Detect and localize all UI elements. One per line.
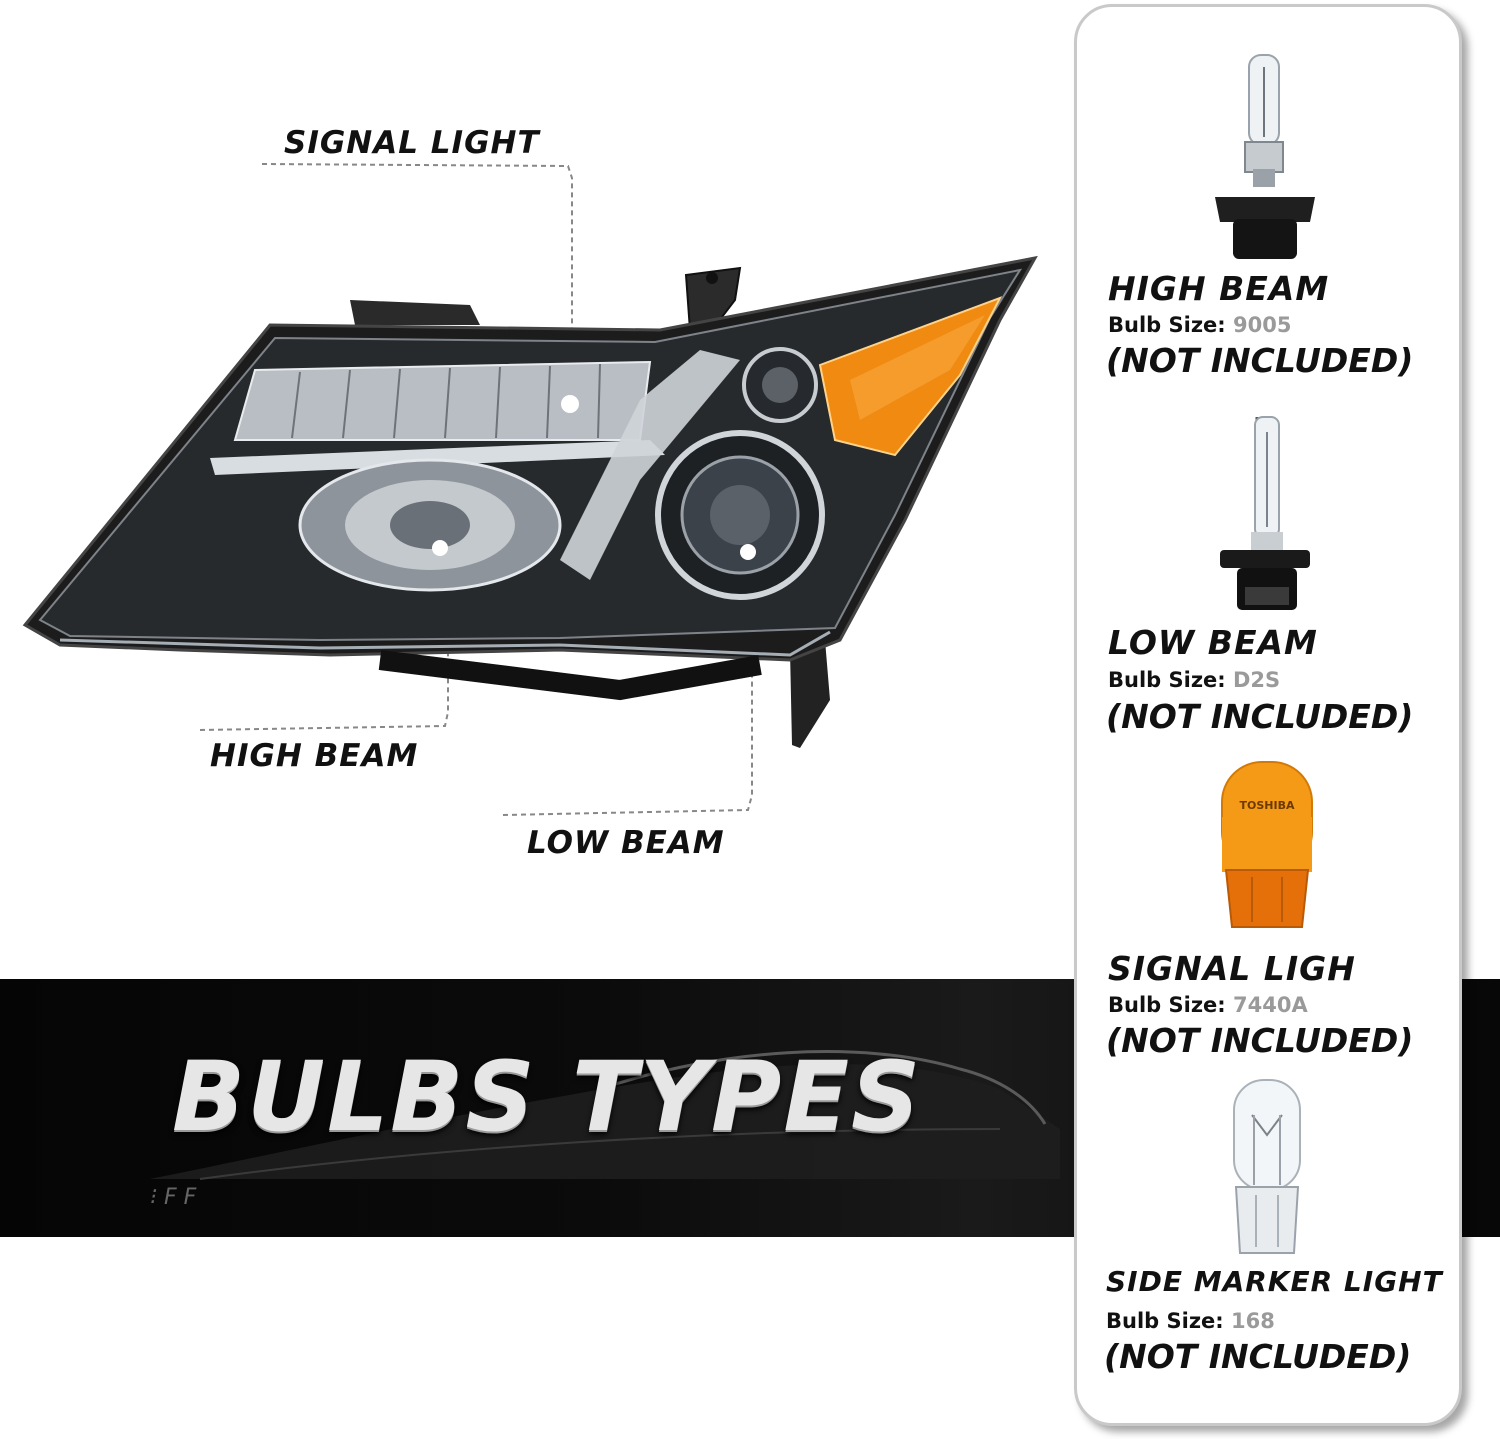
- bulb-name-signal-light: SIGNAL LIGH: [1108, 949, 1356, 988]
- callout-signal-light: SIGNAL LIGHT: [284, 125, 540, 161]
- hid-bulb-d2s-icon: [1220, 416, 1310, 610]
- bulb-note-low-beam: (NOT INCLUDED): [1106, 697, 1414, 736]
- bulb-size-high-beam: Bulb Size: 9005: [1108, 313, 1291, 337]
- bulb-size-value: D2S: [1233, 668, 1281, 692]
- bulb-note-high-beam: (NOT INCLUDED): [1106, 341, 1414, 380]
- amber-wedge-bulb-icon: TOSHIBA: [1221, 761, 1313, 928]
- bulb-print-toshiba: TOSHIBA: [1240, 799, 1295, 812]
- bulb-size-label: Bulb Size:: [1108, 993, 1226, 1017]
- bulb-size-low-beam: Bulb Size: D2S: [1108, 668, 1280, 692]
- halogen-bulb-9005-icon: [1215, 54, 1315, 259]
- car-silhouette-icon: ⁝ F F: [150, 1050, 1060, 1210]
- bulb-size-side-marker-light: Bulb Size: 168: [1106, 1309, 1275, 1333]
- headlamp-illustration: [22, 163, 1038, 816]
- lower-bracket: [790, 640, 830, 748]
- bulb-size-label: Bulb Size:: [1108, 313, 1226, 337]
- top-mount-tab: [684, 266, 742, 331]
- bulb-size-signal-light: Bulb Size: 7440A: [1108, 993, 1308, 1017]
- bulb-size-value: 9005: [1233, 313, 1292, 337]
- callout-high-beam: HIGH BEAM: [210, 738, 419, 774]
- clear-wedge-bulb-icon: [1233, 1079, 1301, 1254]
- callout-low-beam: LOW BEAM: [527, 825, 725, 861]
- bulb-size-value: 168: [1231, 1309, 1275, 1333]
- bulb-note-side-marker-light: (NOT INCLUDED): [1104, 1337, 1412, 1376]
- bulb-specs-panel: HIGH BEAM Bulb Size: 9005 (NOT INCLUDED)…: [1074, 4, 1462, 1426]
- bulb-name-high-beam: HIGH BEAM: [1108, 269, 1330, 308]
- top-bracket: [350, 300, 480, 325]
- banner-title: BULBS TYPES: [172, 1041, 923, 1153]
- bulb-size-value: 7440A: [1233, 993, 1308, 1017]
- bulb-note-signal-light: (NOT INCLUDED): [1106, 1021, 1414, 1060]
- bulb-name-side-marker-light: SIDE MARKER LIGHT: [1106, 1265, 1443, 1298]
- svg-text:⁝ F F: ⁝ F F: [150, 1185, 197, 1210]
- low-beam-leader-line: [502, 630, 753, 816]
- signal-leader-line: [261, 163, 573, 330]
- bulb-size-label: Bulb Size:: [1108, 668, 1226, 692]
- bulb-size-label: Bulb Size:: [1106, 1309, 1224, 1333]
- bulb-name-low-beam: LOW BEAM: [1108, 623, 1318, 662]
